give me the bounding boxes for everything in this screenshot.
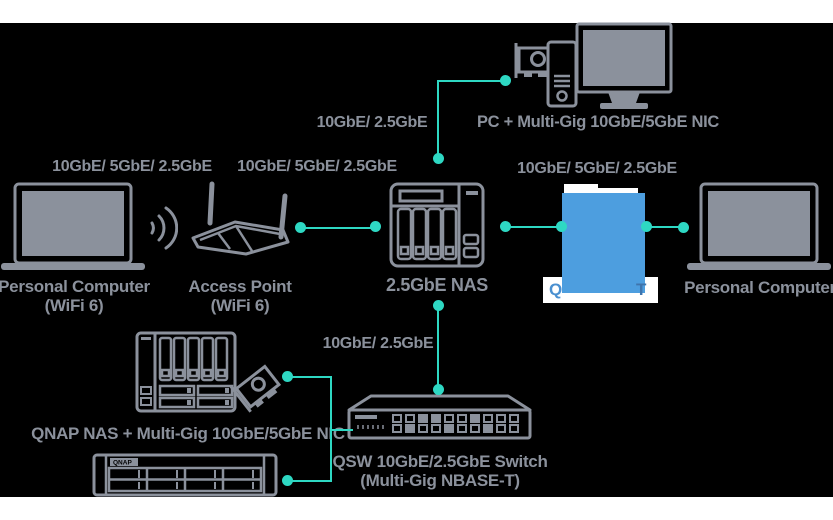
connector-dot-ap	[295, 222, 306, 233]
connector-dot-laptop-right	[678, 222, 689, 233]
caption-personal-computer-left: Personal Computer (WiFi 6)	[0, 277, 150, 315]
link-line-nas-qsw	[437, 305, 439, 390]
access-point-icon	[190, 175, 294, 257]
caption-line: QSW 10GbE/2.5GbE Switch	[332, 452, 548, 471]
wifi-waves-icon	[148, 202, 178, 254]
link-label-nas-bluebox: 10GbE/ 5GbE/ 2.5GbE	[517, 160, 677, 177]
caption-line: (Multi-Gig NBASE-T)	[360, 471, 520, 490]
connector-dot-pc-nic	[500, 75, 511, 86]
connector-dot-nas-right	[500, 221, 511, 232]
pc-with-nic-icon	[508, 18, 676, 109]
connector-dot-bluebox-left	[556, 221, 567, 232]
caption-line: (WiFi 6)	[44, 296, 104, 315]
link-line-bracket-qsw	[330, 429, 353, 431]
rackmount-brand-text: QNAP	[113, 460, 132, 467]
nas-icon	[387, 180, 487, 270]
link-line-towernas-bracket	[287, 376, 332, 378]
tower-nas-icon	[134, 330, 238, 414]
blue-overlay-box	[562, 193, 645, 293]
connector-dot-bluebox-right	[641, 221, 652, 232]
covered-switch-caption-right: T	[636, 280, 647, 299]
connector-dot-towernas	[282, 371, 293, 382]
connector-dot-nas-left	[370, 221, 381, 232]
qsw-switch-icon	[344, 393, 536, 447]
link-label-wifi: 10GbE/ 5GbE/ 2.5GbE	[52, 158, 212, 175]
caption-pc-with-nic: PC + Multi-Gig 10GbE/5GbE NIC	[476, 113, 720, 131]
caption-nas: 2.5GbE NAS	[385, 275, 489, 295]
link-line-ap-nas	[300, 227, 376, 229]
rackmount-nas-icon: QNAP	[92, 453, 278, 497]
caption-qnap-nas-nic: QNAP NAS + Multi-Gig 10GbE/5GbE NIC	[31, 424, 345, 443]
caption-access-point: Access Point (WiFi 6)	[188, 277, 291, 315]
caption-line: (WiFi 6)	[210, 296, 270, 315]
link-label-ap-nas: 10GbE/ 5GbE/ 2.5GbE	[237, 158, 397, 175]
connector-dot-rackmount	[282, 475, 293, 486]
connector-dot-nas-bottom	[433, 300, 444, 311]
connector-dot-nas-top	[433, 153, 444, 164]
laptop-icon	[687, 180, 831, 270]
pcie-card-icon	[230, 358, 286, 416]
link-line-nas-bluebox	[505, 226, 562, 228]
caption-personal-computer-right: Personal Computer	[684, 278, 833, 297]
covered-switch-caption-left: Q	[549, 280, 563, 299]
link-line-bluebox-laptop	[646, 226, 684, 228]
caption-line: Personal Computer	[0, 277, 150, 296]
link-label-nas-qsw: 10GbE/ 2.5GbE	[322, 335, 434, 352]
link-label-nas-pc-top: 10GbE/ 2.5GbE	[316, 114, 428, 131]
link-line-nas-top-horizontal	[437, 80, 506, 82]
link-line-rackmount-bracket	[287, 480, 332, 482]
caption-qsw-switch: QSW 10GbE/2.5GbE Switch (Multi-Gig NBASE…	[332, 452, 547, 490]
link-line-nas-top-vertical	[437, 80, 439, 158]
laptop-icon	[1, 180, 145, 270]
caption-line: Access Point	[188, 277, 292, 296]
covered-image-white-edge	[564, 188, 638, 193]
connector-dot-qsw-top	[433, 384, 444, 395]
